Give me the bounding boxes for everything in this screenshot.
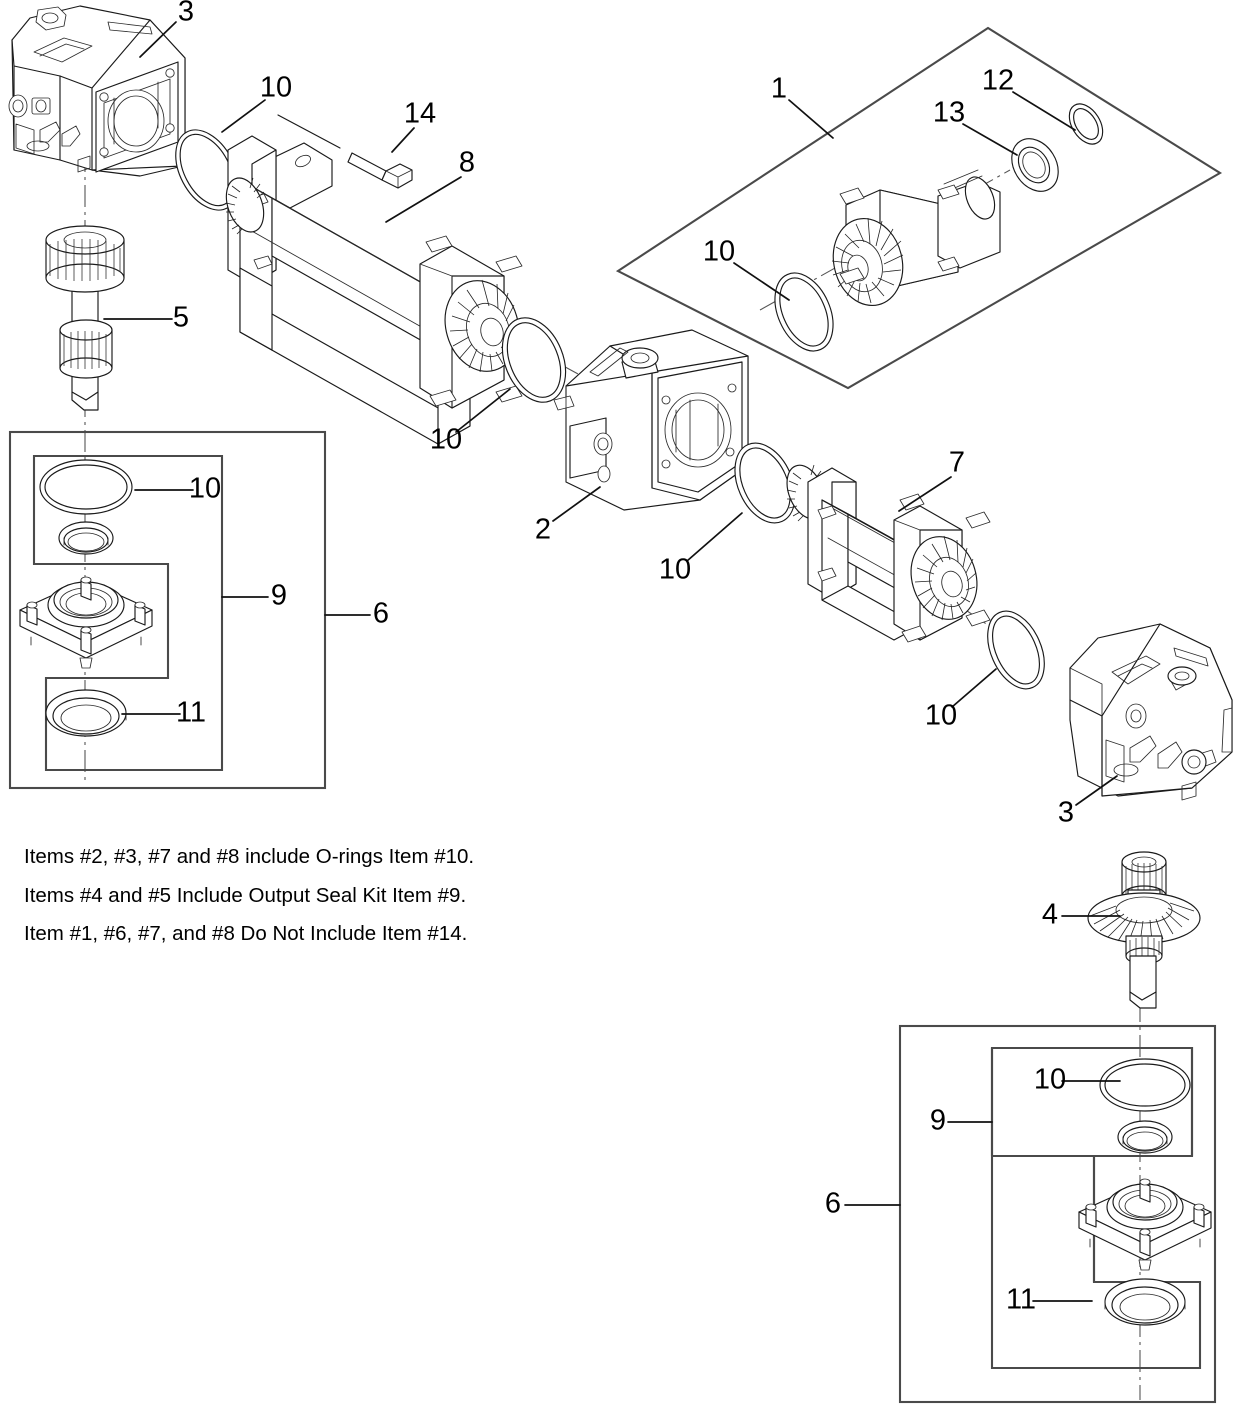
leader-line [455, 388, 511, 433]
leader-line [733, 262, 790, 301]
callout-number: 9 [271, 580, 287, 612]
callout-number: 4 [1042, 899, 1058, 931]
callout-gearbox-housing-left[interactable]: 3 [139, 0, 194, 58]
group-box-drive-assembly-kit[interactable] [615, 26, 1223, 390]
callout-output-seal-kit-box-right[interactable]: 9 [930, 1105, 993, 1137]
callout-o-ring[interactable]: 10 [659, 512, 743, 586]
notes-block: Items #2, #3, #7 and #8 include O-rings … [24, 845, 664, 961]
callout-number: 8 [459, 147, 475, 179]
part-hex-bolt[interactable] [277, 114, 413, 189]
callout-center-housing[interactable]: 2 [535, 486, 601, 546]
callout-service-kit-box-right[interactable]: 6 [825, 1188, 901, 1220]
callout-output-seal-kit-box-left[interactable]: 9 [221, 580, 287, 612]
spline-collar-8 [225, 177, 265, 235]
callout-number: 10 [1034, 1064, 1066, 1096]
part-o-ring-mid-left[interactable] [491, 308, 578, 411]
leader-line [686, 512, 743, 562]
part-o-ring-top-left[interactable] [163, 119, 251, 220]
callout-number: 1 [771, 73, 787, 105]
leader-line [1075, 775, 1118, 806]
callout-output-shaft-left[interactable]: 5 [103, 302, 189, 334]
part-output-seal-ring-right[interactable] [1104, 1278, 1186, 1326]
callout-number: 6 [825, 1188, 841, 1220]
leader-line [552, 486, 601, 522]
callout-number: 12 [982, 65, 1014, 97]
callout-output-seal[interactable]: 13 [933, 97, 1018, 156]
callout-number: 10 [260, 72, 292, 104]
note-line-1: Items #2, #3, #7 and #8 include O-rings … [24, 845, 475, 868]
part-drive-shaft-housing-short[interactable] [780, 460, 991, 643]
callout-o-ring[interactable]: 10 [1034, 1064, 1121, 1096]
part-seal-ring-kit-left[interactable] [58, 521, 114, 555]
part-o-ring-mid-right[interactable] [723, 434, 806, 533]
part-drive-assembly[interactable] [764, 98, 1110, 360]
callout-output-seal-ring[interactable]: 11 [1006, 1284, 1093, 1316]
callout-gearbox-housing-right[interactable]: 3 [1058, 775, 1118, 829]
leader-line [391, 127, 415, 153]
callout-number: 9 [930, 1105, 946, 1137]
part-output-shaft-right[interactable] [1087, 851, 1201, 1009]
callout-number: 10 [430, 424, 462, 456]
callout-output-shaft-right[interactable]: 4 [1042, 899, 1121, 931]
part-output-seal-ring-left[interactable] [45, 689, 127, 737]
leader-line [221, 99, 266, 133]
callout-drive-assembly-kit-box[interactable]: 1 [771, 73, 834, 139]
part-gearbox-housing-right[interactable] [1069, 623, 1233, 801]
leader-line [951, 668, 997, 708]
part-o-ring-kit-right[interactable] [1099, 1058, 1191, 1112]
callout-o-ring[interactable]: 10 [430, 388, 511, 456]
part-seal-ring-kit-right[interactable] [1117, 1120, 1173, 1154]
bevel-gear-8 [444, 279, 520, 373]
note-line-2: Items #4 and #5 Include Output Seal Kit … [24, 883, 467, 907]
callout-number: 11 [1006, 1284, 1036, 1316]
callout-o-ring[interactable]: 10 [925, 668, 997, 732]
part-bearing-flange-left[interactable] [19, 576, 153, 669]
callout-number: 10 [925, 700, 957, 732]
callout-number: 14 [404, 98, 436, 130]
callout-service-kit-box-left[interactable]: 6 [324, 598, 389, 630]
callout-number: 5 [173, 302, 189, 334]
callout-layer: 3 10 14 8 1 12 13 10 5 10 2 10 7 10 3 4 10 9 6 11 10 9 6 11 [103, 0, 1121, 1316]
callout-output-seal-ring[interactable]: 11 [121, 697, 206, 729]
leader-line [1012, 91, 1076, 131]
part-center-housing[interactable] [553, 329, 749, 511]
bevel-gear-7 [910, 535, 978, 621]
callout-number: 10 [703, 236, 735, 268]
note-line-3: Item #1, #6, #7, and #8 Do Not Include I… [24, 922, 468, 946]
centerlines [84, 150, 1141, 1400]
group-box-service-kit-right[interactable] [898, 1024, 1217, 1404]
callout-number: 10 [189, 473, 221, 505]
part-o-ring-kit-left[interactable] [39, 459, 133, 515]
spiral-bevel-gear-4 [1087, 892, 1201, 944]
leader-line [385, 176, 462, 223]
callout-number: 3 [178, 0, 194, 28]
callout-number: 7 [949, 447, 965, 479]
leader-line [139, 21, 177, 58]
callout-number: 2 [535, 514, 551, 546]
callout-number: 13 [933, 97, 965, 129]
leader-line [898, 476, 952, 512]
part-drive-shaft-housing-long[interactable] [219, 135, 529, 445]
group-box-output-seal-kit-left[interactable] [32, 454, 224, 772]
callout-number: 11 [176, 697, 206, 729]
leader-line [788, 99, 834, 139]
group-box-service-kit-left[interactable] [8, 430, 327, 790]
part-o-ring-right[interactable] [976, 602, 1055, 697]
callout-drive-shaft-housing-short[interactable]: 7 [898, 447, 965, 512]
callout-o-ring[interactable]: 10 [703, 236, 790, 301]
callout-number: 6 [373, 598, 389, 630]
part-bearing-flange-right[interactable] [1078, 1178, 1212, 1271]
callout-hex-bolt[interactable]: 14 [391, 98, 436, 153]
callout-retaining-ring[interactable]: 12 [982, 65, 1076, 131]
leader-line [962, 123, 1018, 156]
callout-number: 3 [1058, 797, 1074, 829]
part-gearbox-housing-left[interactable] [8, 5, 186, 177]
callout-o-ring[interactable]: 10 [134, 473, 221, 505]
callout-o-ring[interactable]: 10 [221, 72, 292, 133]
callout-number: 10 [659, 554, 691, 586]
part-output-shaft-left[interactable] [45, 225, 125, 411]
callout-drive-shaft-housing-long[interactable]: 8 [385, 147, 475, 223]
